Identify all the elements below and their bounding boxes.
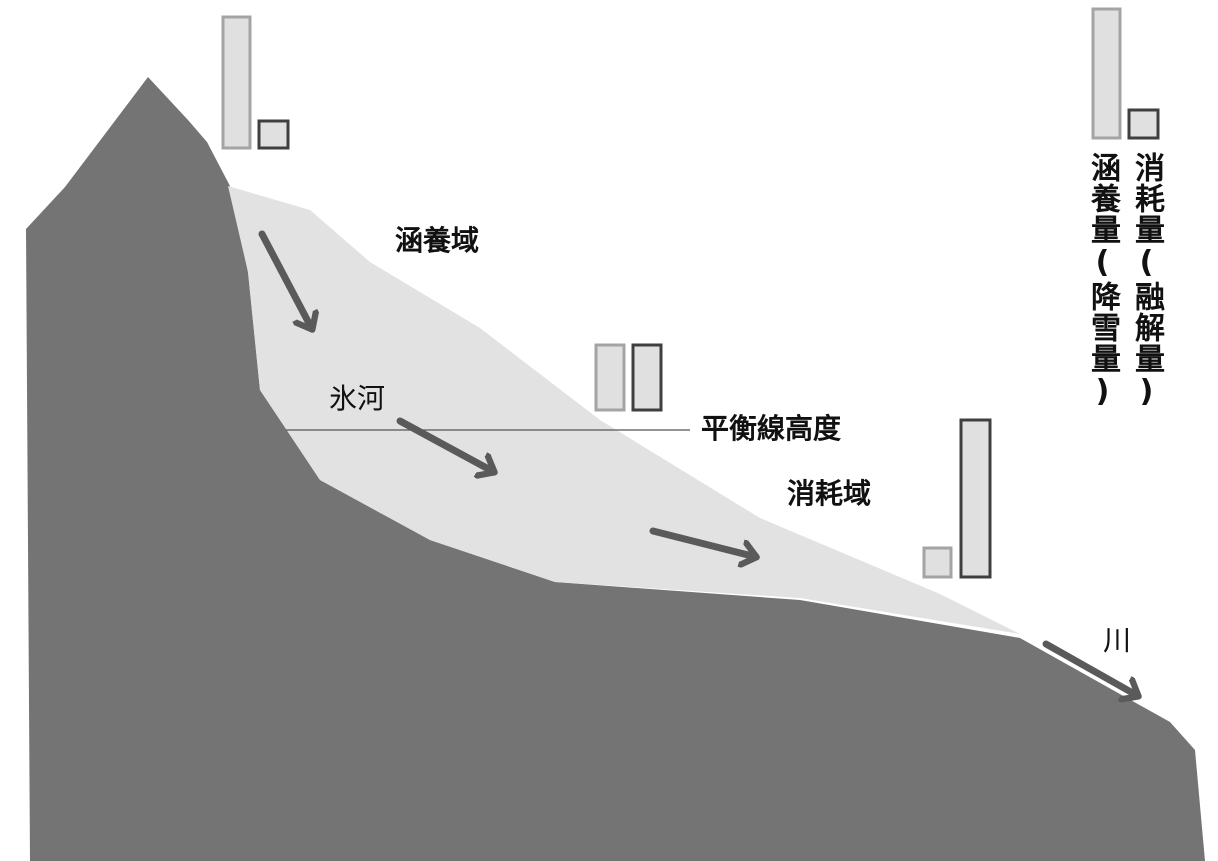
bars-equilibrium <box>594 343 663 412</box>
glacier-label: 氷河 <box>329 382 385 415</box>
accumulation-bar <box>221 15 252 150</box>
ablation-bar <box>959 418 992 579</box>
accumulation-zone-label: 涵養域 <box>395 224 479 257</box>
flow-arrow-1 <box>258 230 312 329</box>
ablation-bar <box>257 119 290 150</box>
legend-bars <box>1091 7 1160 140</box>
legend-ablation-bar <box>1127 108 1160 140</box>
accumulation-bar <box>594 343 626 412</box>
river-arrow <box>1042 640 1138 696</box>
accumulation-bar <box>922 546 953 579</box>
river-label: 川 <box>1103 624 1131 657</box>
bars-upper-accumulation <box>221 15 290 150</box>
ablation-bar <box>631 343 663 412</box>
legend-accumulation-bar <box>1091 7 1122 140</box>
equilibrium-line-label: 平衡線高度 <box>701 412 841 445</box>
flow-arrow-3 <box>649 527 756 557</box>
glacier-ice <box>228 186 1020 634</box>
bars-lower-ablation <box>922 418 992 579</box>
legend-accumulation-label: 涵養量(降雪量) <box>1085 152 1120 410</box>
legend-ablation-label: 消耗量(融解量) <box>1129 152 1164 410</box>
ablation-zone-label: 消耗域 <box>787 477 871 510</box>
flow-arrow-2 <box>396 417 494 472</box>
mountain <box>26 77 1205 861</box>
